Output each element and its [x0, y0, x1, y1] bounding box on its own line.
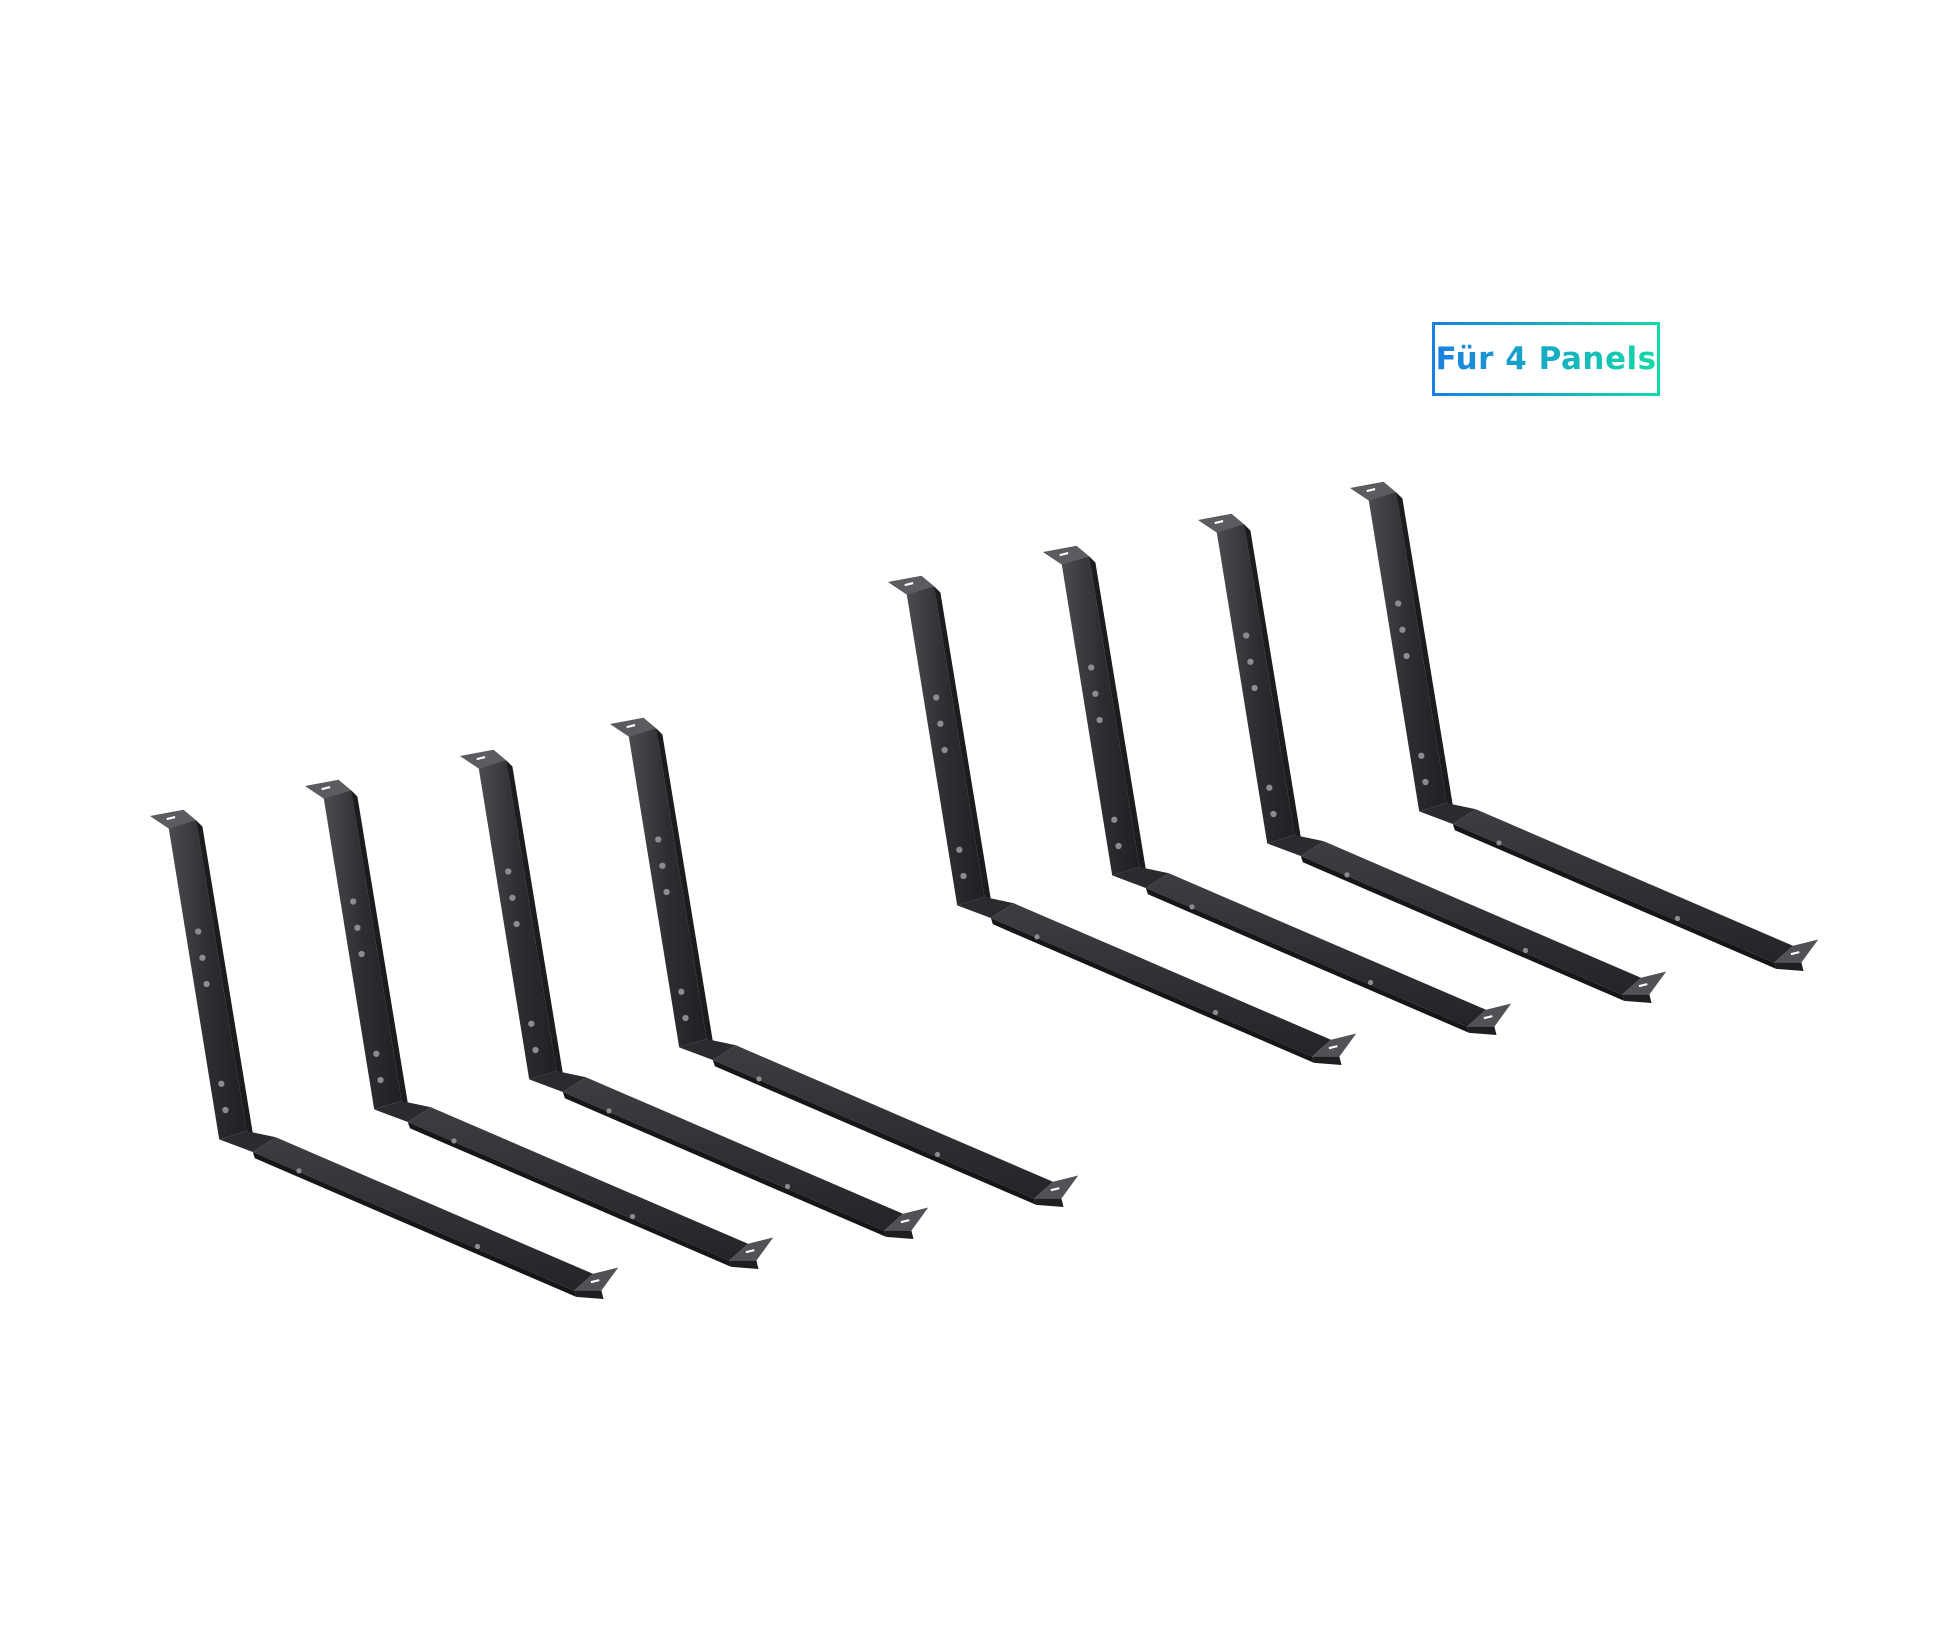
- panel-count-badge: Für 4 Panels: [1432, 322, 1660, 396]
- panel-count-label: Für 4 Panels: [1435, 341, 1657, 377]
